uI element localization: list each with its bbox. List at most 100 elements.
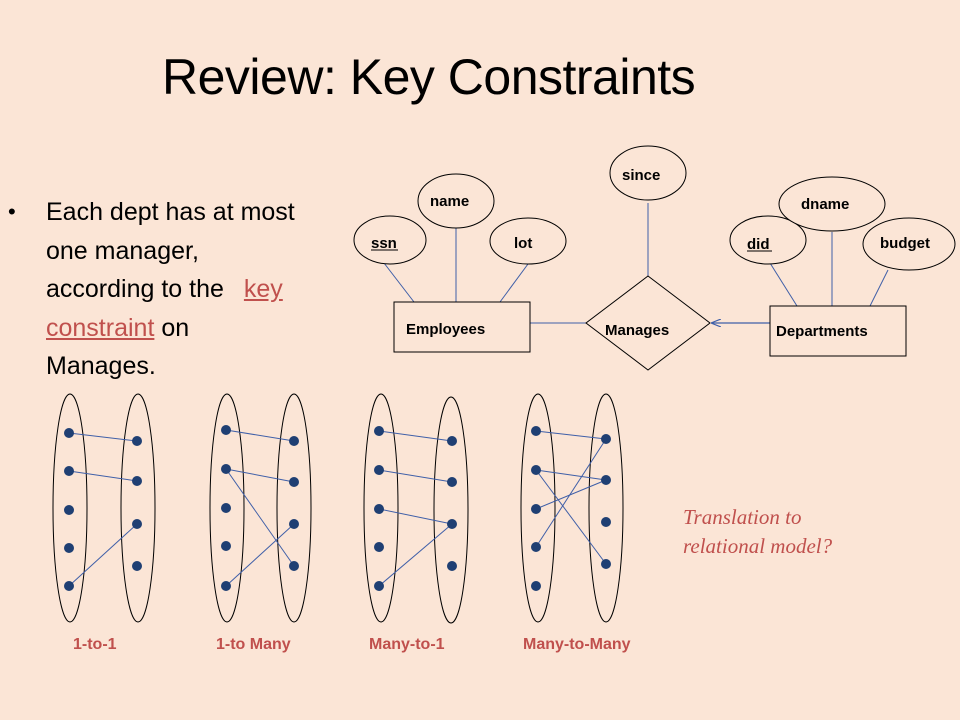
slide-title: Review: Key Constraints xyxy=(162,49,696,105)
right-set-ellipse xyxy=(433,396,469,624)
since-attribute-ellipse xyxy=(609,145,687,201)
left-element-dot xyxy=(531,542,541,552)
left-element-dot xyxy=(374,465,384,475)
ssn-label: ssn xyxy=(371,235,397,252)
label-one-to-one: 1-to-1 xyxy=(73,636,117,653)
dname-label: dname xyxy=(801,196,849,213)
did-label: did xyxy=(747,236,770,253)
label-many-to-one: Many-to-1 xyxy=(369,636,445,653)
key-link[interactable]: key xyxy=(243,275,283,303)
attribute-connectors xyxy=(383,203,889,307)
right-element-dot xyxy=(289,477,299,487)
mapping-line xyxy=(378,523,453,587)
left-element-dot xyxy=(64,505,74,515)
left-element-dot xyxy=(221,541,231,551)
departments-entity-box xyxy=(769,305,907,357)
mapping-one-to-many xyxy=(209,393,312,623)
mapping-line xyxy=(535,469,607,481)
right-element-dot xyxy=(289,519,299,529)
mapping-line xyxy=(535,438,607,548)
budget-label: budget xyxy=(880,235,930,252)
mapping-line xyxy=(378,430,453,442)
manages-label: Manages xyxy=(605,322,669,339)
right-element-dot xyxy=(289,561,299,571)
mapping-line xyxy=(535,469,607,565)
left-element-dot xyxy=(64,466,74,476)
manages-relationship-diamond xyxy=(585,275,711,371)
mapping-line xyxy=(68,470,138,482)
left-element-dot xyxy=(531,581,541,591)
left-element-dot xyxy=(221,464,231,474)
constraint-link[interactable]: constraint xyxy=(46,313,155,342)
mapping-line xyxy=(225,429,295,442)
mapping-line xyxy=(535,430,607,440)
right-element-dot xyxy=(601,434,611,444)
mapping-line xyxy=(225,468,295,567)
right-set-ellipse xyxy=(120,393,156,623)
right-element-dot xyxy=(447,561,457,571)
mapping-line xyxy=(378,508,453,525)
left-element-dot xyxy=(64,543,74,553)
right-element-dot xyxy=(132,561,142,571)
right-set-ellipse xyxy=(276,393,312,623)
since-label: since xyxy=(622,167,660,184)
did-connector xyxy=(769,262,798,307)
employees-entity-box xyxy=(393,301,531,353)
left-element-dot xyxy=(221,581,231,591)
left-element-dot xyxy=(221,425,231,435)
left-element-dot xyxy=(531,465,541,475)
left-element-dot xyxy=(374,542,384,552)
budget-connector xyxy=(869,269,889,307)
label-one-to-many: 1-to Many xyxy=(216,636,291,653)
bullet-line-5: Manages. xyxy=(46,352,156,380)
right-element-dot xyxy=(601,517,611,527)
name-attribute-ellipse xyxy=(417,173,495,229)
bullet-line-3-prefix: according to the xyxy=(46,275,224,303)
left-element-dot xyxy=(374,581,384,591)
mapping-line xyxy=(225,523,295,587)
mapping-line xyxy=(68,432,138,442)
on-word: on xyxy=(161,313,190,342)
budget-attribute-ellipse xyxy=(862,217,956,271)
right-element-dot xyxy=(601,559,611,569)
name-label: name xyxy=(430,193,469,210)
left-element-dot xyxy=(531,426,541,436)
bullet-marker: • xyxy=(8,199,16,224)
ssn-connector xyxy=(383,262,415,303)
bullet-line-1: Each dept has at most xyxy=(46,198,295,226)
mapping-line xyxy=(68,523,138,587)
bullet-line-3: according to the key xyxy=(46,270,346,309)
left-element-dot xyxy=(531,504,541,514)
mapping-line xyxy=(225,468,295,483)
right-element-dot xyxy=(447,477,457,487)
departments-label: Departments xyxy=(776,323,868,340)
left-element-dot xyxy=(374,504,384,514)
mapping-line xyxy=(535,479,607,510)
mapping-diagrams: 1-to-1 1-to Many Many-to-1 Many-to-Many xyxy=(52,393,631,653)
bullet-text: Each dept has at most one manager, accor… xyxy=(46,193,346,386)
left-element-dot xyxy=(221,503,231,513)
left-set-ellipse xyxy=(52,393,88,623)
dname-attribute-ellipse xyxy=(778,176,886,232)
mapping-many-to-one xyxy=(363,393,469,624)
right-set-ellipse xyxy=(588,393,624,623)
translation-note-line-2: relational model? xyxy=(683,534,833,558)
did-attribute-ellipse xyxy=(729,215,807,265)
left-set-ellipse xyxy=(363,393,399,623)
label-many-to-many: Many-to-Many xyxy=(523,636,631,653)
left-set-ellipse xyxy=(209,393,245,623)
lot-label: lot xyxy=(514,235,532,252)
mapping-many-to-many xyxy=(520,393,624,623)
employees-label: Employees xyxy=(406,321,485,338)
right-element-dot xyxy=(447,519,457,529)
lot-attribute-ellipse xyxy=(489,217,567,265)
translation-note: Translation to relational model? xyxy=(683,503,832,561)
left-set-ellipse xyxy=(520,393,556,623)
ssn-attribute-ellipse xyxy=(353,215,427,265)
right-element-dot xyxy=(601,475,611,485)
left-element-dot xyxy=(64,428,74,438)
right-element-dot xyxy=(132,519,142,529)
right-element-dot xyxy=(289,436,299,446)
bullet-line-4: constraint on xyxy=(46,309,346,348)
